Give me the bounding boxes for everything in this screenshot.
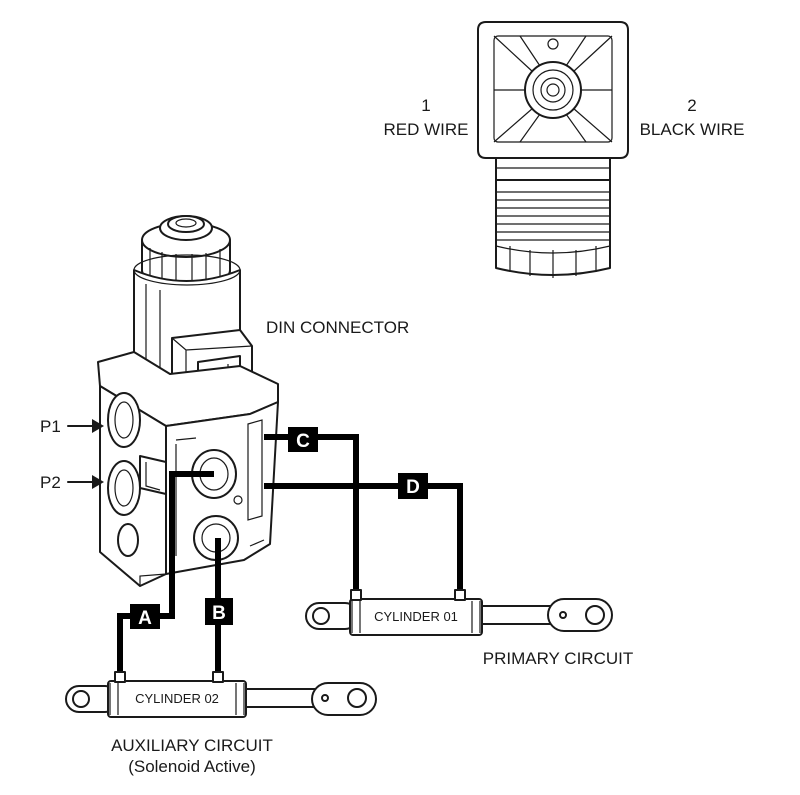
auxiliary-circuit-label: AUXILIARY CIRCUIT [111, 736, 273, 755]
pin2-number: 2 [687, 96, 696, 115]
din-connector-detail [477, 21, 629, 278]
hose-c [264, 434, 359, 596]
arrow-p1-icon [92, 419, 104, 433]
tag-b: B [205, 598, 233, 625]
text-labels: 1 RED WIRE 2 BLACK WIRE DIN CONNECTOR P1… [40, 96, 744, 776]
line-tags: C D A B [130, 427, 428, 629]
svg-text:C: C [296, 431, 310, 452]
port-arrows [67, 419, 104, 489]
port-p1-label: P1 [40, 417, 61, 436]
din-connector-label: DIN CONNECTOR [266, 318, 409, 337]
pin2-wire-label: BLACK WIRE [640, 120, 745, 139]
cylinder-02 [65, 671, 377, 718]
auxiliary-note-label: (Solenoid Active) [128, 757, 256, 776]
solenoid-valve [97, 215, 279, 587]
svg-text:B: B [212, 603, 226, 624]
cylinder-02-label: CYLINDER 02 [135, 691, 219, 706]
tag-a: A [130, 604, 160, 629]
cylinder-01-label: CYLINDER 01 [374, 609, 458, 624]
manifold-block [97, 351, 279, 587]
pin1-wire-label: RED WIRE [384, 120, 469, 139]
pin1-number: 1 [421, 96, 430, 115]
svg-text:D: D [406, 477, 420, 498]
svg-text:A: A [138, 608, 152, 629]
arrow-p2-icon [92, 475, 104, 489]
tag-c: C [288, 427, 318, 452]
primary-circuit-label: PRIMARY CIRCUIT [483, 649, 634, 668]
cylinder-01 [305, 589, 613, 636]
hose-a [117, 471, 214, 680]
port-p2-label: P2 [40, 473, 61, 492]
tag-d: D [398, 473, 428, 499]
hose-d [264, 483, 463, 596]
